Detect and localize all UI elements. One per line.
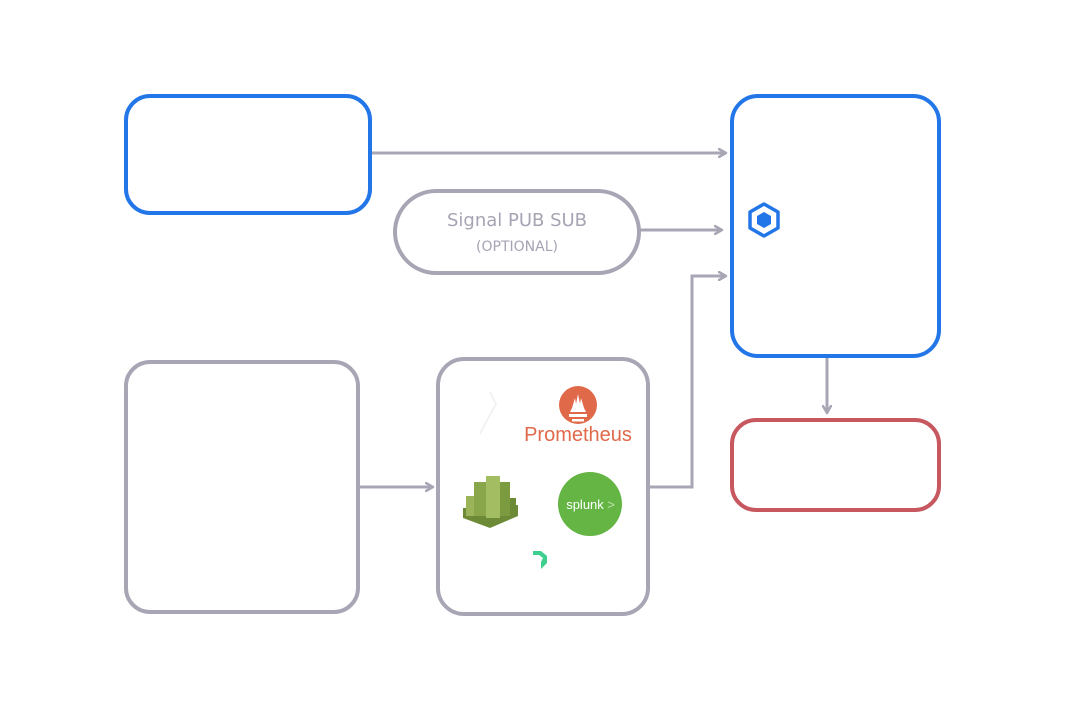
output-node xyxy=(730,418,941,512)
splunk-label: splunk xyxy=(566,497,604,512)
prometheus-flame-icon xyxy=(559,386,597,424)
cloudwatch-icon xyxy=(463,476,518,528)
service-hex-icon xyxy=(748,202,780,238)
connector-tools-to-target xyxy=(650,276,726,489)
teal-logo-icon xyxy=(533,551,547,569)
prometheus-label: Prometheus xyxy=(524,424,632,446)
pubsub-title: Signal PUB SUB xyxy=(447,210,587,231)
applications-node xyxy=(124,360,360,614)
pubsub-node xyxy=(393,189,641,275)
monitoring-tools-node xyxy=(436,357,650,616)
target-node xyxy=(730,94,941,358)
source-node xyxy=(124,94,372,215)
faint-logo-icon xyxy=(479,391,498,435)
splunk-mark: > xyxy=(607,497,615,512)
pubsub-subtitle: (OPTIONAL) xyxy=(476,239,558,255)
splunk-icon xyxy=(558,472,622,536)
